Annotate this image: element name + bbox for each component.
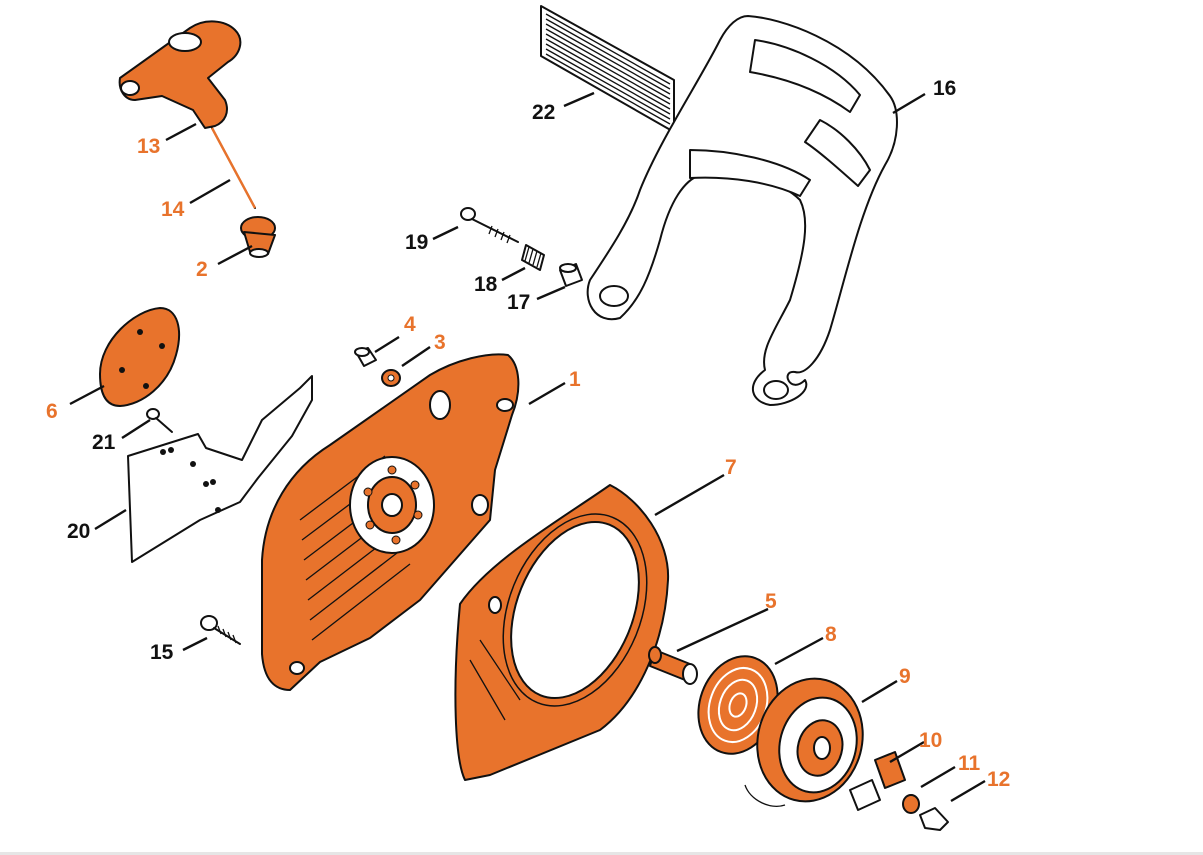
- label-11: 11: [958, 752, 981, 775]
- part-18-spring: [521, 244, 545, 271]
- label-7: 7: [725, 456, 737, 479]
- label-17: 17: [507, 291, 530, 314]
- label-12: 12: [987, 768, 1010, 791]
- label-5: 5: [765, 590, 777, 613]
- label-3: 3: [434, 331, 446, 354]
- label-22: 22: [532, 101, 555, 124]
- label-15: 15: [150, 641, 174, 664]
- label-16: 16: [933, 77, 956, 100]
- part-15-screw: [200, 615, 241, 645]
- label-1: 1: [569, 368, 581, 391]
- part-2-rope-guide: [240, 216, 276, 258]
- part-16-hand-guard: [586, 15, 898, 406]
- label-6: 6: [46, 400, 58, 423]
- label-9: 9: [899, 665, 911, 688]
- label-13: 13: [137, 135, 160, 158]
- label-19: 19: [405, 231, 428, 254]
- part-6-cover-plate: [99, 307, 180, 407]
- part-14-starter-rope: [210, 127, 257, 209]
- part-4-nut: [354, 347, 377, 367]
- part-7-starter-cover: [454, 484, 670, 781]
- label-4: 4: [404, 313, 416, 336]
- bottom-divider: [0, 852, 1203, 855]
- part-21-screw: [146, 408, 173, 433]
- part-10-pawl: [849, 751, 906, 811]
- part-12-spring-clip: [919, 807, 949, 831]
- part-19-bolt: [460, 207, 519, 244]
- part-9-rope-rotor: [744, 677, 864, 807]
- part-17-sleeve: [559, 263, 583, 287]
- part-1-fan-housing: [261, 353, 520, 691]
- label-2: 2: [196, 258, 208, 281]
- label-21: 21: [92, 431, 116, 454]
- part-11-washer: [902, 794, 920, 814]
- part-3-washer: [381, 369, 401, 387]
- label-10: 10: [919, 729, 942, 752]
- label-14: 14: [161, 198, 185, 221]
- label-20: 20: [67, 520, 90, 543]
- part-13-starter-grip: [118, 20, 242, 129]
- label-8: 8: [825, 623, 837, 646]
- part-22-screen: [540, 5, 675, 133]
- part-5-spindle: [648, 646, 698, 685]
- part-20-baffle-plate: [127, 375, 313, 563]
- part-labels: 13 14 2 6 21 20 15 22 16 19 18 17 4 3 1 …: [46, 77, 1010, 791]
- label-18: 18: [474, 273, 498, 296]
- leader-lines: [69, 91, 986, 803]
